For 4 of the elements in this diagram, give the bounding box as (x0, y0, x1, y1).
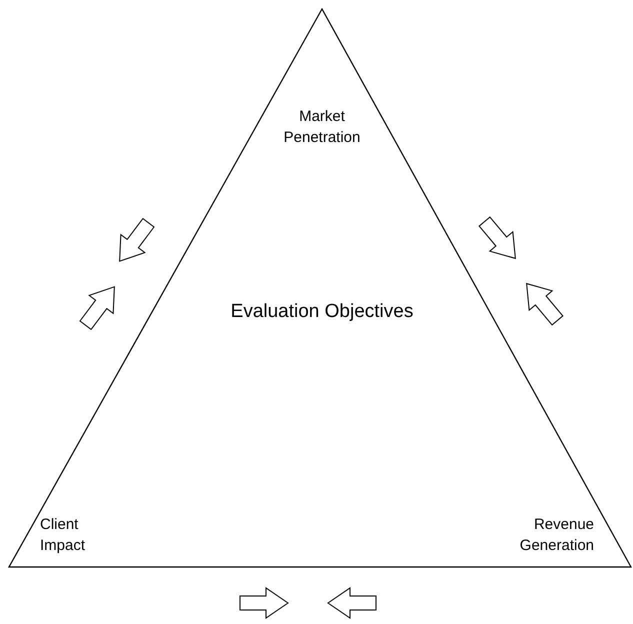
corner-label: Client Impact (40, 515, 86, 556)
corner-label: Revenue Generation (518, 515, 594, 556)
triangle-title: Evaluation Objectives (230, 300, 414, 324)
corner-label: Market Penetration (282, 107, 362, 148)
